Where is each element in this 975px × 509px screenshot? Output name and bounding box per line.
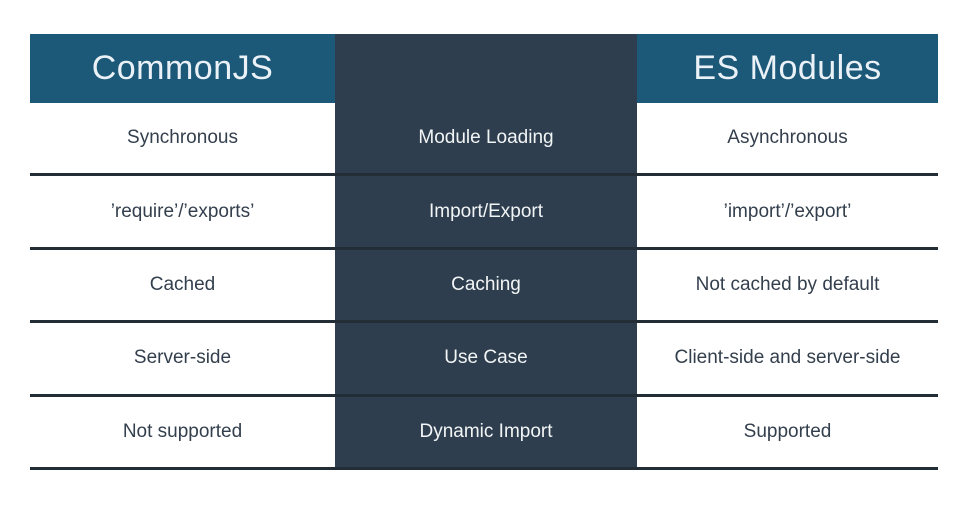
esmodules-cell: Client-side and server-side	[674, 347, 901, 369]
esmodules-cell: Not cached by default	[695, 273, 880, 295]
table-header-row: CommonJS ES Modules	[30, 34, 938, 103]
table-row: Cached Caching Not cached by default	[30, 250, 938, 324]
commonjs-cell: Not supported	[122, 420, 243, 442]
esmodules-header: ES Modules	[637, 34, 938, 103]
esmodules-cell: ’import’/’export’	[723, 200, 852, 222]
esmodules-cell: Asynchronous	[727, 127, 848, 149]
table-row: Server-side Use Case Client-side and ser…	[30, 323, 938, 397]
feature-cell: Module Loading	[418, 127, 554, 149]
commonjs-cell: Synchronous	[127, 127, 238, 149]
feature-cell: Dynamic Import	[419, 420, 553, 442]
feature-cell: Import/Export	[428, 200, 544, 222]
comparison-table: CommonJS ES Modules Synchronous Module L…	[30, 34, 938, 470]
feature-cell: Use Case	[444, 347, 528, 369]
commonjs-cell: ’require’/’exports’	[110, 200, 255, 222]
table-row: Not supported Dynamic Import Supported	[30, 397, 938, 470]
feature-header-spacer	[335, 34, 637, 103]
feature-column-background	[335, 34, 637, 470]
commonjs-cell: Server-side	[133, 347, 232, 369]
table-row: Synchronous Module Loading Asynchronous	[30, 103, 938, 177]
table-body: Synchronous Module Loading Asynchronous …	[30, 103, 938, 470]
table-row: ’require’/’exports’ Import/Export ’impor…	[30, 176, 938, 250]
feature-cell: Caching	[451, 273, 521, 295]
esmodules-cell: Supported	[743, 420, 832, 442]
commonjs-cell: Cached	[149, 273, 216, 295]
commonjs-header: CommonJS	[30, 34, 335, 103]
